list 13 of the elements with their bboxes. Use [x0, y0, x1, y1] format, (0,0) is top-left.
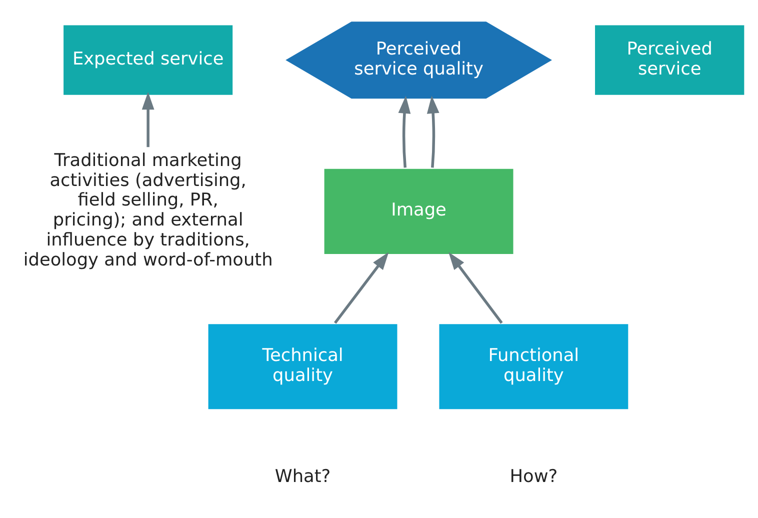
arrow — [448, 252, 503, 324]
node-box: Functional quality — [437, 322, 630, 412]
node-box: Perceived service — [592, 23, 746, 98]
node-label: How? — [510, 466, 558, 487]
arrow — [142, 92, 154, 148]
node-text: Traditional marketing activities (advertising, field selling, PR, pricing); and external influence by traditions, ideology and word-of-mouth — [23, 150, 273, 270]
arrow — [398, 96, 411, 168]
node-box: Image — [322, 166, 516, 256]
arrow — [334, 252, 389, 324]
node-box: Technical quality — [206, 322, 400, 412]
arrow — [426, 96, 440, 168]
node-label: What? — [274, 466, 331, 487]
node-box: Expected service — [61, 23, 235, 98]
